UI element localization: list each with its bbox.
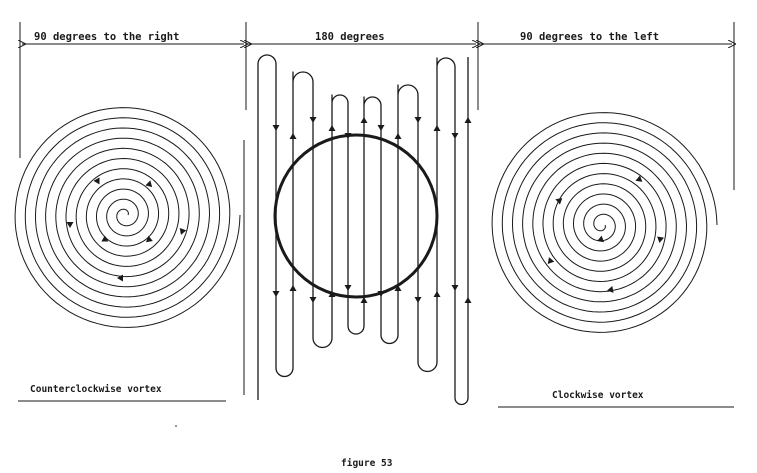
spiral-right-arrow bbox=[635, 175, 643, 182]
spiral-right bbox=[491, 112, 718, 333]
streamline-arrow bbox=[272, 125, 280, 131]
streamline-arrow bbox=[377, 125, 385, 131]
spiral-right-arrow bbox=[607, 286, 614, 293]
speck-dot bbox=[175, 425, 177, 427]
streamline-arrow bbox=[360, 117, 368, 123]
streamline-arrow bbox=[451, 285, 459, 291]
label-left-turn: 90 degrees to the left bbox=[520, 31, 659, 43]
spiral-right-arrow bbox=[597, 235, 605, 243]
streamline-arrow bbox=[451, 133, 459, 139]
spiral-left-arrow bbox=[101, 235, 109, 242]
streamline-arrow bbox=[309, 297, 317, 303]
spiral-right-arrow bbox=[657, 236, 664, 243]
streamline-arrow bbox=[464, 297, 472, 303]
streamline-arrow bbox=[394, 133, 402, 139]
streamline-arrow bbox=[289, 285, 297, 291]
streamline-arrow bbox=[289, 133, 297, 139]
figure-caption: figure 53 bbox=[341, 458, 393, 469]
streamline-arrow bbox=[464, 117, 472, 123]
spiral-left-arrow bbox=[145, 180, 153, 188]
label-middle: 180 degrees bbox=[315, 31, 385, 43]
streamline-arrow bbox=[272, 291, 280, 297]
streamline-arrow bbox=[328, 125, 336, 131]
streamline-arrow bbox=[360, 297, 368, 303]
streamline-arrow bbox=[394, 285, 402, 291]
streamline-arrow bbox=[433, 291, 441, 297]
label-right-turn: 90 degrees to the right bbox=[34, 31, 179, 43]
spiral-left-arrow bbox=[117, 274, 123, 282]
spiral-left-arrow bbox=[93, 177, 100, 185]
spiral-right-arrow bbox=[547, 257, 555, 265]
spiral-left-arrow bbox=[66, 222, 74, 228]
obstacle-circle bbox=[273, 133, 439, 299]
streamline-arrow bbox=[309, 117, 317, 123]
serpentine-flow bbox=[257, 54, 472, 406]
serpentine-streamline bbox=[257, 54, 469, 406]
streamline-arrow bbox=[433, 125, 441, 131]
clockwise-vortex bbox=[491, 112, 718, 333]
spiral-right-arrow bbox=[555, 198, 563, 205]
spiral-left-arrow bbox=[179, 227, 187, 235]
caption-clockwise: Clockwise vortex bbox=[552, 390, 644, 401]
streamline-arrow bbox=[414, 297, 422, 303]
spiral-left-arrow bbox=[145, 235, 153, 243]
counterclockwise-vortex bbox=[14, 107, 241, 328]
streamline-arrow bbox=[344, 285, 352, 291]
caption-counterclockwise: Counterclockwise vortex bbox=[30, 384, 162, 395]
dimension-lines bbox=[20, 22, 734, 190]
spiral-left bbox=[14, 107, 241, 328]
streamline-arrow bbox=[414, 117, 422, 123]
